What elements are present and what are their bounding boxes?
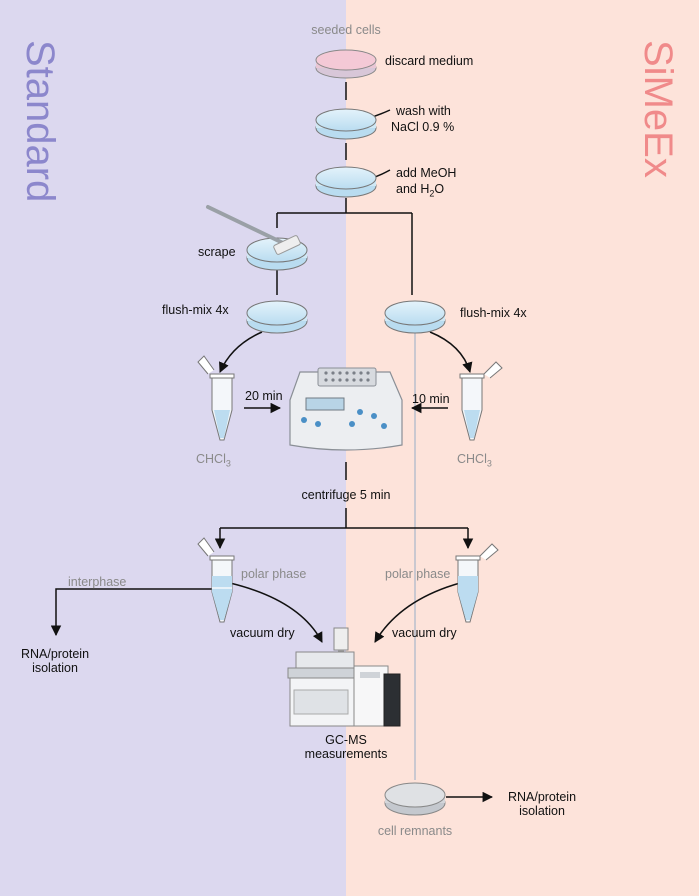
chcl-left-label: CHCl3 [196,452,231,471]
rna-left-line1: RNA/protein [20,647,90,661]
scrape-label: scrape [198,245,236,259]
add-label-line2: and H2O [396,182,444,201]
time-left-label: 20 min [245,389,283,403]
flush-left-label: flush-mix 4x [162,303,229,317]
polar-left-label: polar phase [241,567,307,581]
interphase-label: interphase [68,575,127,589]
simeex-panel [346,0,699,896]
add-label-a: and H [396,182,430,196]
standard-side-title: Standard [18,40,62,203]
seeded-cells-label: seeded cells [311,23,381,37]
rna-right-line2: isolation [519,804,565,818]
standard-panel [0,0,346,896]
petri-dish-icon [384,782,446,816]
rna-left-line2: isolation [32,661,78,675]
wash-label-line1: wash with [396,104,451,118]
polar-right-label: polar phase [385,567,451,581]
vacuum-left-label: vacuum dry [230,626,295,640]
gc-ms-instrument-icon [287,627,401,727]
chcl-left-sub: 3 [225,458,231,469]
vacuum-right-label: vacuum dry [392,626,457,640]
tube-icon [455,543,499,623]
chcl-right-label: CHCl3 [457,452,492,471]
add-label-sub: 2 [429,188,435,199]
add-label-line1: add MeOH [396,166,457,180]
petri-dish-icon [315,108,377,140]
flush-right-label: flush-mix 4x [460,306,527,320]
petri-dish-icon [315,166,377,198]
petri-dish-icon [315,49,377,79]
chcl-left-a: CHCl [196,452,226,466]
discard-medium-label: discard medium [385,54,474,68]
wash-label-line2: NaCl 0.9 % [391,120,455,134]
simeex-side-title: SiMeEx [636,40,680,178]
gcms-line2: measurements [304,747,388,761]
tube-icon [197,355,235,441]
thermomixer-icon [289,367,403,451]
petri-dish-icon [246,300,308,334]
rna-right-line1: RNA/protein [507,790,577,804]
petri-dish-icon [384,300,446,334]
centrifuge-label: centrifuge 5 min [301,488,391,502]
tube-icon [197,537,235,623]
scraper-icon [206,205,301,255]
chcl-right-sub: 3 [486,458,492,469]
gcms-line1: GC-MS [325,733,367,747]
tube-icon [459,361,503,441]
add-label-b: O [434,182,445,196]
time-right-label: 10 min [412,392,450,406]
cell-remnants-label: cell remnants [377,824,453,838]
chcl-right-a: CHCl [457,452,487,466]
